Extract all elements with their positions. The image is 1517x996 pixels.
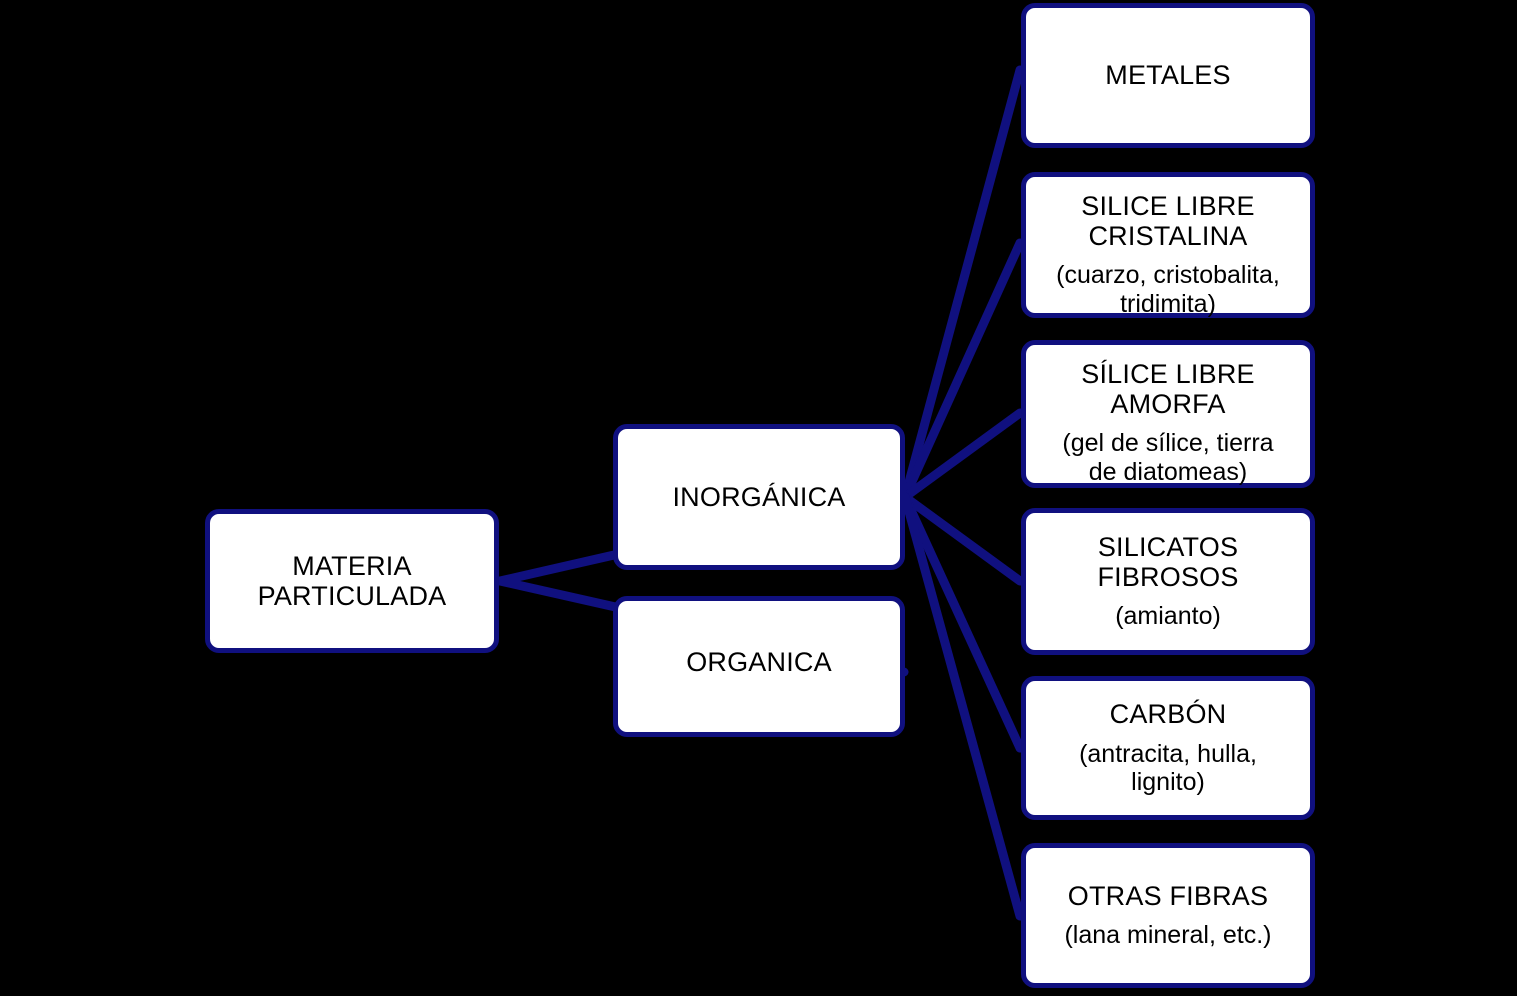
node-inorganica[interactable]: INORGÁNICA — [613, 424, 905, 570]
node-title: INORGÁNICA — [672, 481, 846, 512]
node-subtitle: (cuarzo, cristobalita, tridimita) — [1056, 261, 1280, 318]
node-silice-libre-amorfa[interactable]: SÍLICE LIBRE AMORFA (gel de sílice, tier… — [1021, 340, 1315, 488]
node-subtitle: (antracita, hulla, lignito) — [1079, 739, 1257, 797]
connector-inorganica-metales — [900, 65, 1025, 502]
node-title: METALES — [1105, 60, 1231, 91]
node-title: CARBÓN — [1109, 699, 1227, 730]
node-title: SILICATOS FIBROSOS — [1097, 532, 1239, 593]
node-subtitle: (lana mineral, etc.) — [1064, 921, 1272, 950]
node-subtitle: (amianto) — [1115, 602, 1221, 631]
node-title: ORGANICA — [686, 647, 832, 677]
node-title: MATERIA PARTICULADA — [257, 550, 447, 611]
node-otras-fibras[interactable]: OTRAS FIBRAS (lana mineral, etc.) — [1021, 843, 1315, 988]
node-organica[interactable]: ORGANICA — [613, 596, 905, 737]
connector-inorganica-carbon — [900, 492, 1025, 753]
connector-inorganica-silice-crist — [900, 238, 1025, 502]
node-silicatos-fibrosos[interactable]: SILICATOS FIBROSOS (amianto) — [1021, 508, 1315, 655]
node-metales[interactable]: METALES — [1021, 3, 1315, 148]
node-materia-particulada[interactable]: MATERIA PARTICULADA — [205, 509, 499, 653]
connector-inorganica-otras-fibras — [900, 492, 1025, 921]
node-title: SILICE LIBRE CRISTALINA — [1081, 191, 1255, 252]
node-title: SÍLICE LIBRE AMORFA — [1081, 359, 1255, 420]
connector-inorganica-silicatos — [900, 492, 1025, 586]
node-title: OTRAS FIBRAS — [1067, 881, 1269, 912]
node-silice-libre-cristalina[interactable]: SILICE LIBRE CRISTALINA (cuarzo, cristob… — [1021, 172, 1315, 318]
node-carbon[interactable]: CARBÓN (antracita, hulla, lignito) — [1021, 676, 1315, 820]
connector-inorganica-silice-amorfa — [900, 408, 1025, 502]
node-subtitle: (gel de sílice, tierra de diatomeas) — [1062, 429, 1274, 486]
